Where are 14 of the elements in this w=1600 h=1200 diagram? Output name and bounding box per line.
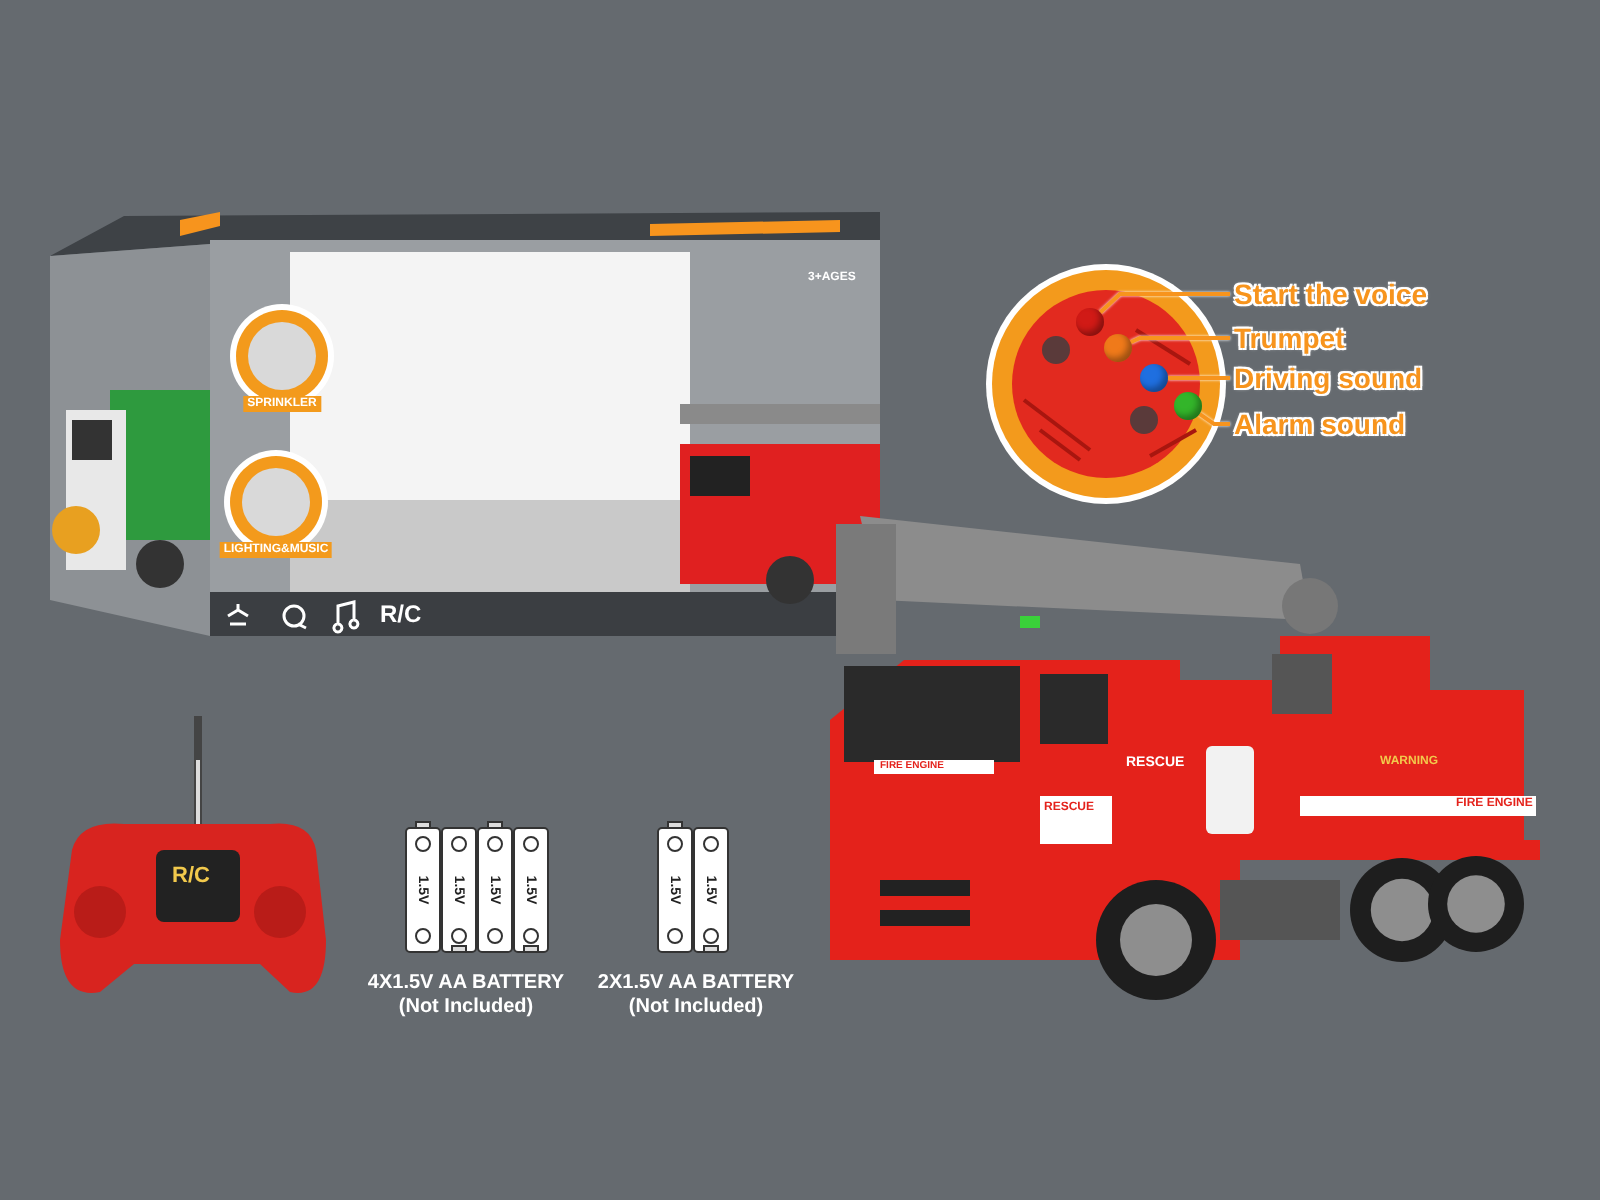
battery-text: 2X1.5V AA BATTERY [597,974,795,994]
battery-note: (Not Included) [628,998,764,1018]
callout-label: Driving sound [1234,362,1423,394]
rc-text: R/C [380,602,422,626]
callout-label: Trumpet [1234,322,1345,354]
battery-text: 4X1.5V AA BATTERY [367,974,565,994]
callout-label: Alarm sound [1234,408,1406,440]
battery-note: (Not Included) [398,998,534,1018]
callout-label: Start the voice [1234,278,1427,310]
leader-line [1129,336,1230,345]
leader-line [1168,376,1230,380]
leader-line [1198,412,1230,426]
rc-text: R/C [172,866,210,888]
leader-line [1098,292,1230,314]
